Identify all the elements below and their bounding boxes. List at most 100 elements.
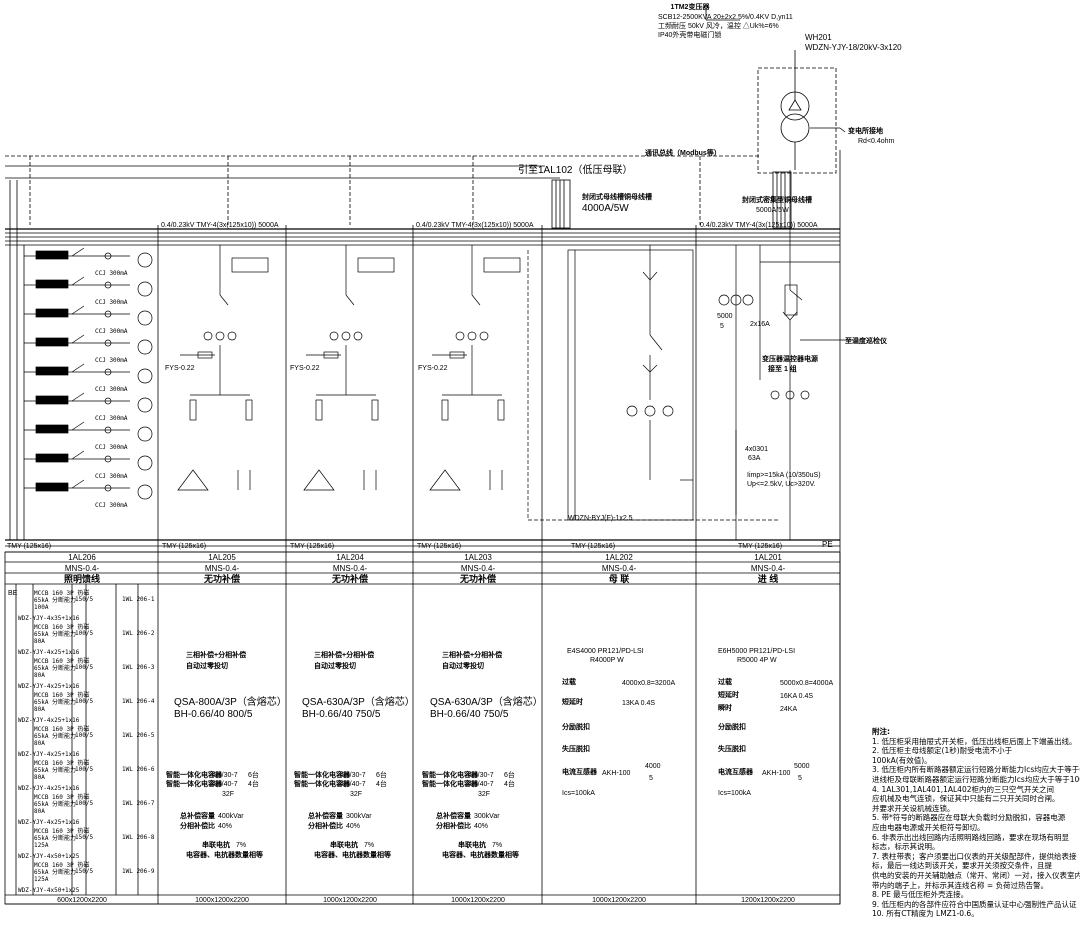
surge-arrester-label-3: FYS-0.22	[418, 365, 448, 372]
feeder-ct: 100/5	[75, 630, 94, 637]
feeder-circuit-symbol	[137, 281, 153, 297]
tie-over-label: 过载	[562, 679, 576, 686]
comp-ct: BH-0.66/40 800/5	[174, 709, 253, 720]
comp-reactor: 7%	[236, 842, 247, 849]
feeder-switch	[71, 334, 85, 344]
n-bus-1: TMY-(125x16)	[7, 543, 52, 550]
comp-ct: BH-0.66/40 750/5	[430, 709, 509, 720]
feeder-ct-symbol	[104, 339, 112, 347]
feeder-circuit-symbol	[137, 397, 153, 413]
inc-frame: R5000 4P W	[737, 657, 777, 664]
feeder-in: 100A	[34, 604, 49, 611]
comp-cap-code: 32F	[478, 791, 491, 798]
panel-id: 1AL203	[464, 553, 492, 562]
panel-size: 1000x1200x2200	[195, 897, 249, 904]
comp-cap-code: 32F	[222, 791, 235, 798]
feeder-ics: 65kA 分断能力	[34, 699, 77, 706]
feeder-circuit: 1WL 206-5	[122, 732, 155, 739]
feeder-ct: 100/5	[75, 664, 94, 671]
feeder-in: 80A	[34, 774, 45, 781]
rcd-label: CCJ 300mA	[95, 444, 128, 451]
feeder-mccb: MCCB 160 3P 热磁	[34, 726, 90, 733]
ctrl-power-label-2: 接至 1 组	[768, 366, 797, 373]
surge-arrester-label-1: FYS-0.22	[165, 365, 195, 372]
note-line: 5. 带*符号的断路器应在母联大负载时分励脱扣，容器电源	[872, 813, 1066, 823]
bus-spec-right: 0.4/0.23kV TMY-4(3x(125x10)) 5000A	[700, 222, 818, 229]
comp-cap-delta	[177, 469, 209, 491]
busduct2-rating: 5000A/5W	[756, 207, 789, 214]
panel-size: 600x1200x2200	[57, 897, 107, 904]
inc-uv-label: 失压脱扣	[718, 746, 746, 753]
ground-resistance: Rd<0.4ohm	[858, 138, 895, 145]
tie-frame: R4000P W	[590, 657, 624, 664]
inc-short-label: 短延时	[718, 692, 739, 699]
feeder-circuit: 1WL 206-2	[122, 630, 155, 637]
inc-breaker: E6H5000 PR121/PD-LSI	[718, 648, 796, 655]
note-line: 标，最后一线达到该开关，要求开关须按交条件，且提	[872, 861, 1052, 871]
tie-ct-model: AKH-100	[602, 770, 631, 777]
comp-kvar: 300kVar	[474, 813, 500, 820]
feeder-ct-symbol	[104, 368, 112, 376]
panel-id: 1AL206	[68, 553, 96, 562]
transformer-spec-3: IP40外壳带电磁门锁	[658, 32, 722, 39]
feeder-ct-symbol	[104, 281, 112, 289]
feeder-ics: 65kA 分断能力	[34, 767, 77, 774]
comp-reactor: 7%	[492, 842, 503, 849]
comp-arrester	[449, 351, 465, 359]
feeder-in: 80A	[34, 672, 45, 679]
comp-ct	[455, 331, 465, 341]
feeder-ics: 65kA 分断能力	[34, 869, 77, 876]
comp-fuse-2	[245, 399, 253, 421]
tie-breaker: E4S4000 PR121/PD-LSI	[567, 648, 644, 655]
comp-switch: QSA-800A/3P（含熔芯）	[174, 697, 287, 708]
comp-cap-1: 480/30-7	[210, 772, 238, 779]
feeder-cable: WDZ-YJY-4x25+1x16	[18, 649, 80, 656]
panel-size: 1000x1200x2200	[323, 897, 377, 904]
feeder-circuit-symbol	[137, 368, 153, 384]
notes: 附注: 1. 低压柜采用抽屉式开关柜，低压出线柜后面上下端盖出线。2. 低压柜主…	[872, 727, 1080, 919]
tie-ics: Ics=100kA	[562, 790, 595, 797]
feeder-mccb: MCCB 160 3P 热磁	[34, 794, 90, 801]
rcd-label: CCJ 300mA	[95, 502, 128, 509]
comp-fuse-2	[497, 399, 505, 421]
rcd-label: CCJ 300mA	[95, 328, 128, 335]
feeder-breaker-box	[35, 250, 69, 260]
note-line: 进线柜及母联断路器额定运行短路分断能力Ics均应大于等于100kA。	[872, 774, 1080, 784]
comp-cap-delta	[429, 469, 461, 491]
feeder-ct-symbol	[104, 484, 112, 492]
rcd-label: CCJ 300mA	[95, 270, 128, 277]
ctrl-power-label: 变压器温控器电源	[762, 356, 818, 363]
feeder-in: 80A	[34, 740, 45, 747]
feeder-ct-symbol	[104, 252, 112, 260]
feeder-mccb: MCCB 160 3P 热磁	[34, 624, 90, 631]
feeder-ics: 65kA 分断能力	[34, 631, 77, 638]
feeder-circuit: 1WL 206-6	[122, 766, 155, 773]
feeder-ct: 100/5	[75, 800, 94, 807]
comp-cap-count-2: 4台	[248, 781, 259, 788]
inc-ct-top: 5000	[794, 763, 810, 770]
comp-fuse-1	[315, 399, 323, 421]
comp-reactor-label: 串联电抗	[330, 842, 358, 849]
feeder-circuit-symbol	[137, 339, 153, 355]
inc-shunt-label: 分励脱扣	[718, 724, 746, 731]
feeder-ics: 65kA 分断能力	[34, 801, 77, 808]
comp-cap-count-1: 6台	[504, 772, 515, 779]
bus-spec-left: 0.4/0.23kV TMY-4(3x(125x10)) 5000A	[161, 222, 279, 229]
panel-type: MNS-0.4-	[64, 564, 100, 573]
note-line: 2. 低压柜主母线额定(1秒)耐受电流不小于	[872, 746, 1013, 756]
panel-purpose: 照明馈线	[63, 574, 101, 584]
inc-short-value: 16KA 0.4S	[780, 693, 814, 700]
comp-ct	[479, 331, 489, 341]
feeder-breaker-box	[35, 482, 69, 492]
left-col-label: BE	[8, 590, 18, 597]
feeder-ct: 100/5	[75, 732, 94, 739]
feeder-in: 80A	[34, 638, 45, 645]
feeder-switch	[71, 276, 85, 286]
note-line: 3. 低压柜内所有断路器额定运行短路分断能力Ics均应大于等于65kA。	[872, 765, 1080, 775]
comp-cap-delta	[303, 469, 335, 491]
feeder-mccb: MCCB 160 3P 热磁	[34, 590, 90, 597]
ct-ratio-top: 5000	[717, 313, 733, 320]
